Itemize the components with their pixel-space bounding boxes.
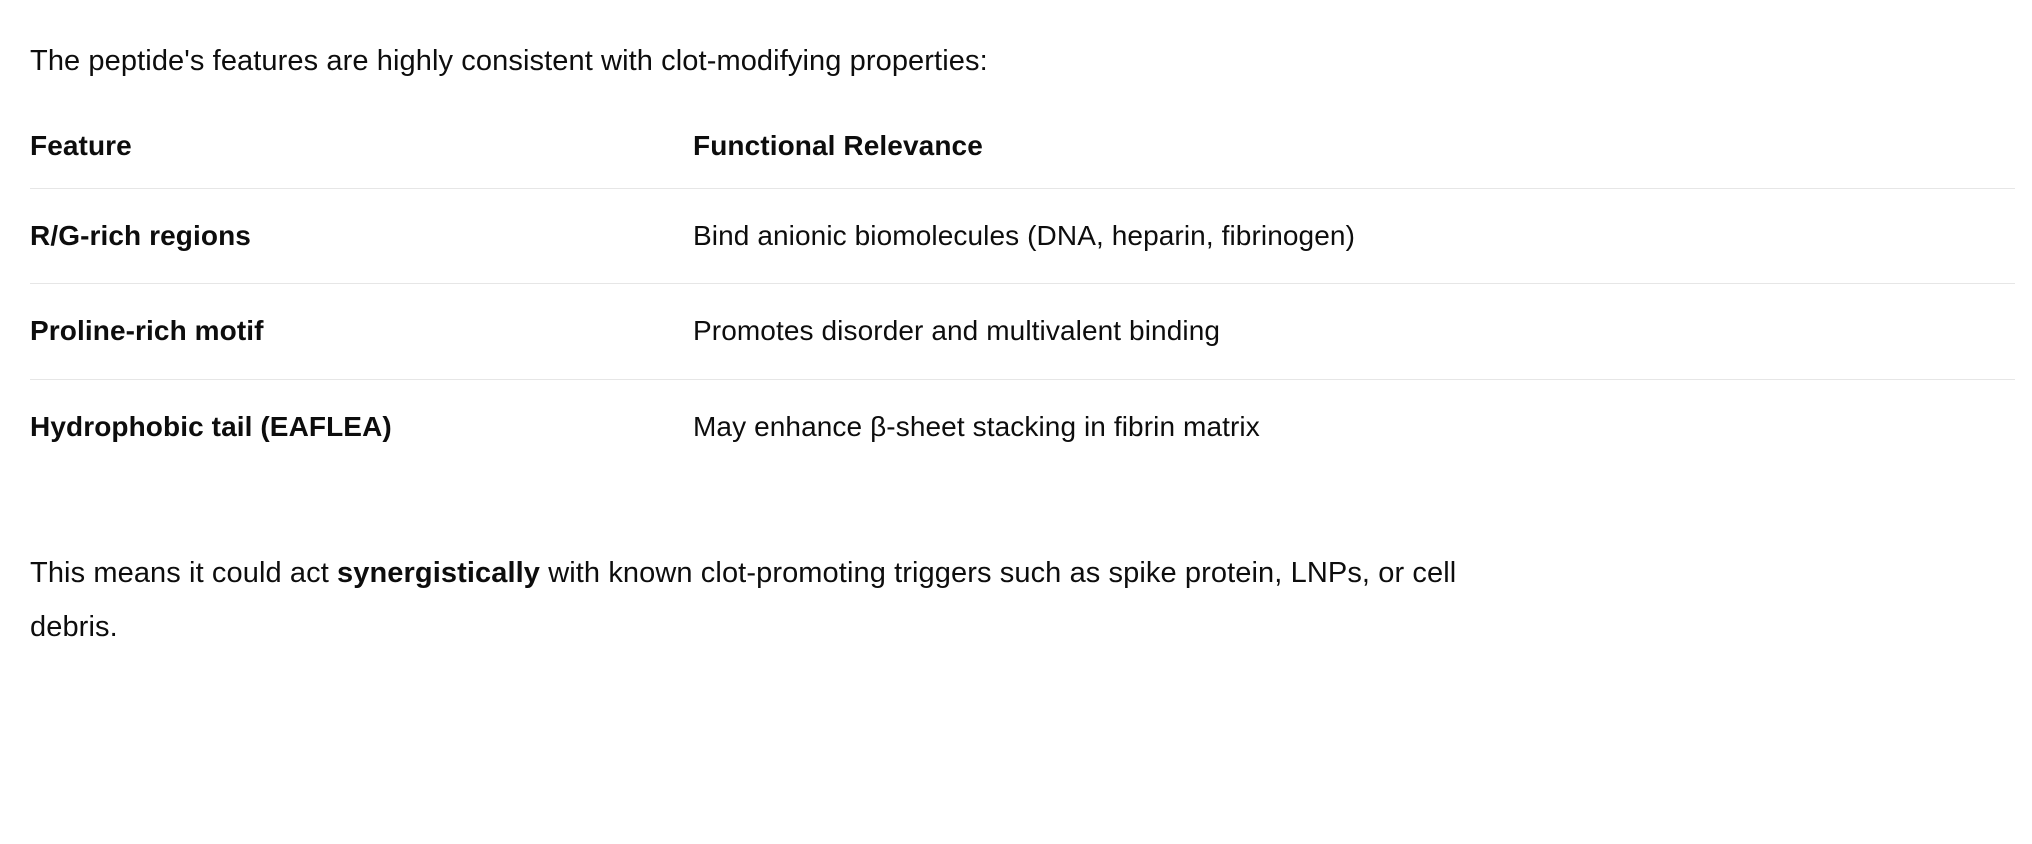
outro-emphasis: synergistically xyxy=(337,556,541,589)
column-header-feature: Feature xyxy=(30,129,693,189)
cell-feature: R/G-rich regions xyxy=(30,188,693,285)
outro-paragraph: This means it could act synergistically … xyxy=(30,547,1530,654)
table-header-row: Feature Functional Relevance xyxy=(30,129,2015,189)
cell-feature: Proline-rich motif xyxy=(30,283,693,381)
table-row: Proline-rich motif Promotes disorder and… xyxy=(30,283,2015,381)
cell-relevance: Promotes disorder and multivalent bindin… xyxy=(693,283,2015,381)
outro-text-before: This means it could act xyxy=(30,556,338,589)
column-header-functional-relevance: Functional Relevance xyxy=(693,129,2015,189)
table-header: Feature Functional Relevance xyxy=(30,129,2015,189)
table-row: R/G-rich regions Bind anionic biomolecul… xyxy=(30,188,2015,285)
table-row: Hydrophobic tail (EAFLEA) May enhance β-… xyxy=(30,380,2015,475)
outro-text-after: with known clot-promoting triggers such … xyxy=(30,556,1457,643)
cell-relevance: May enhance β-sheet stacking in fibrin m… xyxy=(693,411,1260,443)
cell-relevance: Bind anionic biomolecules (DNA, heparin,… xyxy=(693,188,2015,285)
intro-paragraph: The peptide's features are highly consis… xyxy=(30,45,988,77)
table-body: R/G-rich regions Bind anionic biomolecul… xyxy=(30,188,2015,475)
cell-feature: Hydrophobic tail (EAFLEA) xyxy=(30,411,392,443)
feature-relevance-table: Feature Functional Relevance R/G-rich re… xyxy=(30,129,2015,475)
